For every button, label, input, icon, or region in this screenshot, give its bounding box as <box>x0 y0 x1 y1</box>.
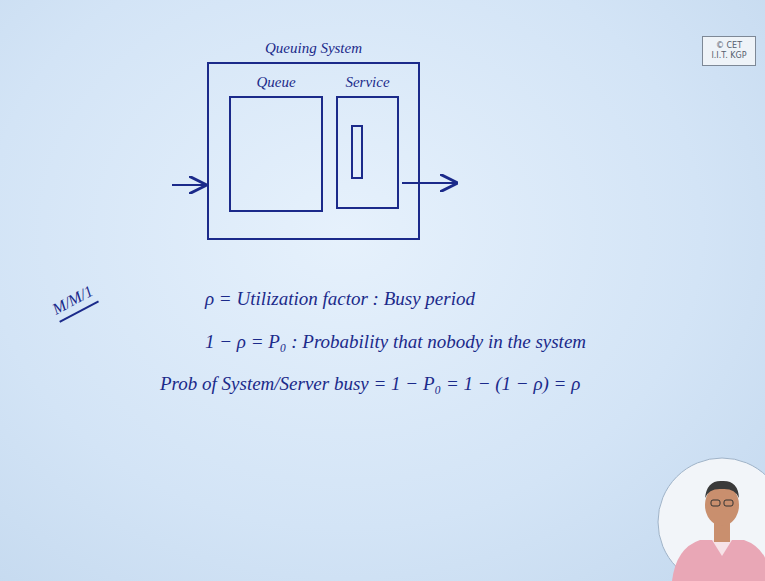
arrival-arrow <box>172 184 205 186</box>
logo-box: © CETI.I.T. KGP <box>702 36 756 66</box>
system-box: Queuing SystemQueueService <box>207 62 420 240</box>
lecturer-picture <box>658 458 765 581</box>
busy-probability-line: Prob of System/Server busy = 1 − P₀ = 1 … <box>160 373 580 396</box>
logo-text: I.I.T. KGP <box>711 51 746 61</box>
logo-text: © CET <box>716 41 742 51</box>
departure-arrow <box>402 182 456 184</box>
box-heading: Queuing System <box>265 40 362 57</box>
utilization-line: ρ = Utilization factor : Busy period <box>205 288 475 311</box>
idle-probability-line: 1 − ρ = P₀ : Probability that nobody in … <box>205 331 586 354</box>
queue-box: Queue <box>229 96 323 212</box>
box-heading: Queue <box>256 74 295 91</box>
service-box: Service <box>336 96 399 209</box>
model-notation: M/M/1 <box>49 281 99 323</box>
box-heading: Service <box>345 74 389 91</box>
customer-in-service <box>352 126 362 178</box>
